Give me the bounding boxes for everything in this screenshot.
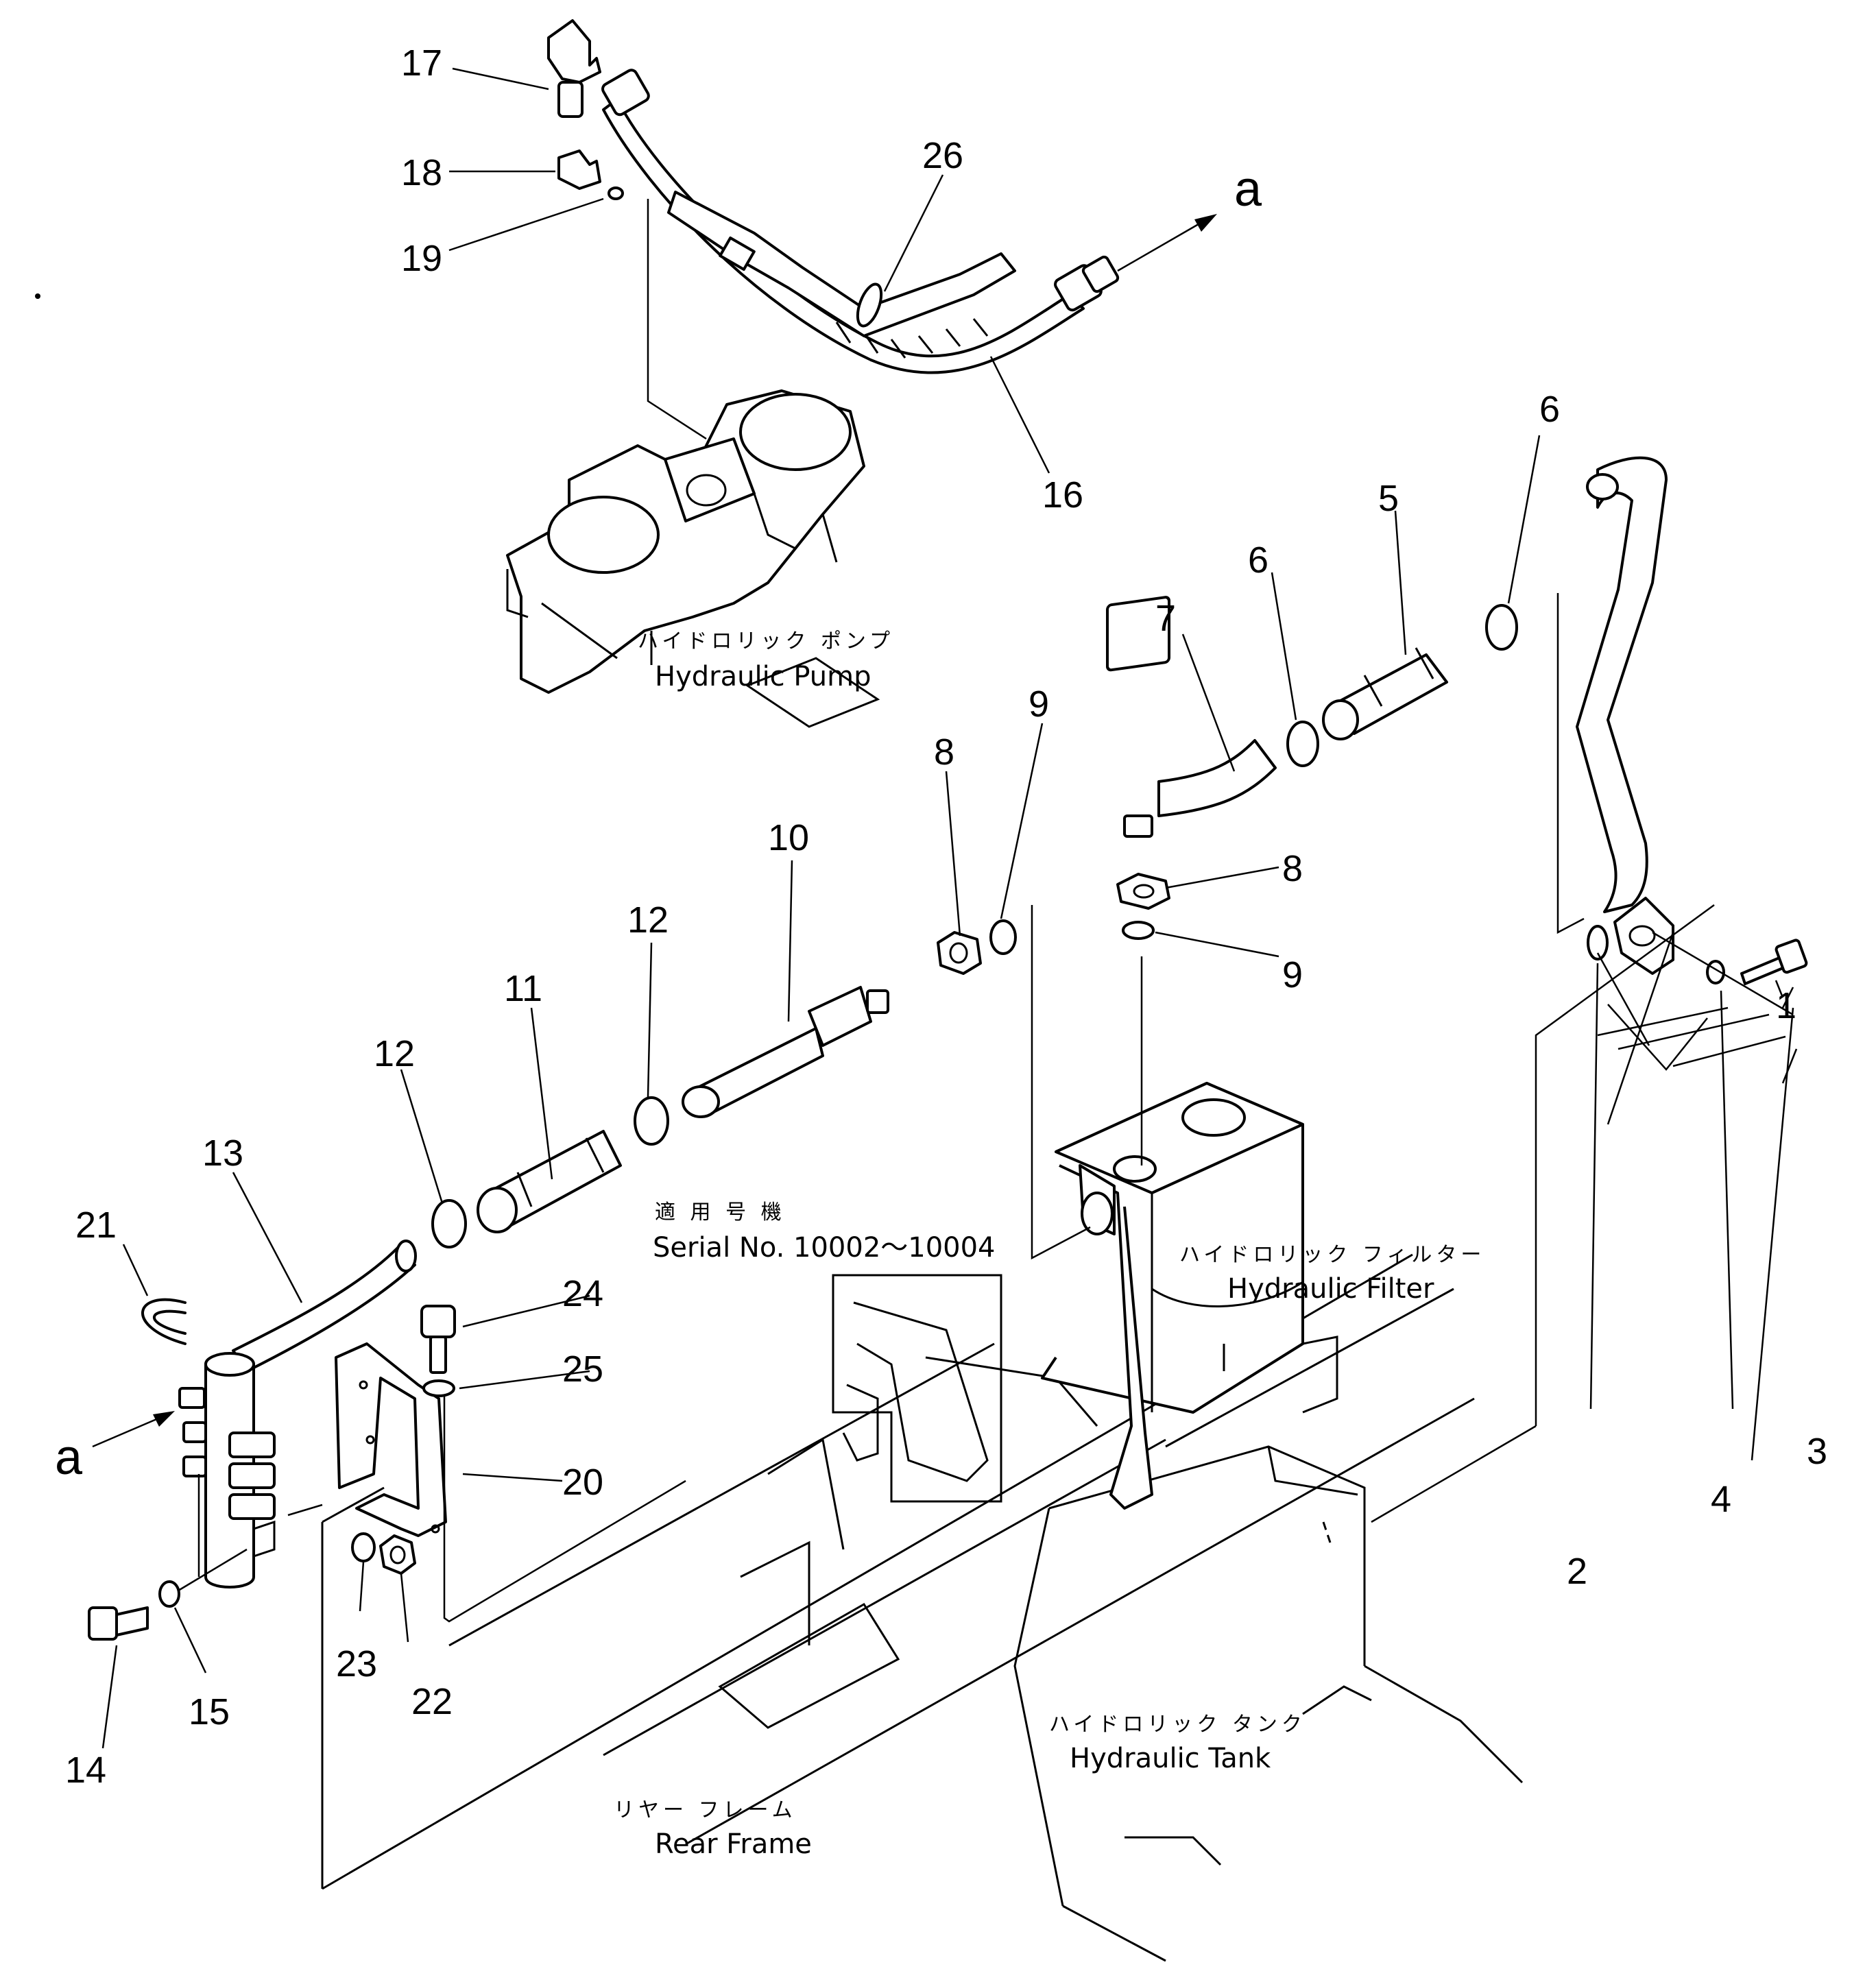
part-20-bracket — [335, 1342, 447, 1537]
callout-2: 2 — [1567, 1551, 1587, 1592]
part-5-hose — [1322, 647, 1448, 740]
part-9-o-ring-left — [989, 919, 1017, 955]
callout-3: 3 — [1807, 1431, 1827, 1472]
hose-16 — [601, 69, 1120, 374]
part-25-washer — [422, 1379, 455, 1397]
part-18-fitting — [557, 149, 601, 190]
serial-label-jp: 適 用 号 機 — [655, 1200, 786, 1224]
manifold-block — [178, 1352, 276, 1589]
callout-7: 7 — [1155, 598, 1176, 639]
callout-4: 4 — [1711, 1479, 1731, 1520]
callout-10: 10 — [768, 817, 809, 858]
part-6-clamp-lower — [1286, 721, 1319, 767]
callout-8-right: 8 — [1282, 848, 1303, 889]
part-19-o-ring — [608, 186, 624, 200]
callout-15: 15 — [189, 1691, 230, 1732]
callout-26: 26 — [922, 135, 963, 176]
connector-a-top: a — [1234, 162, 1262, 217]
part-10-tube — [682, 986, 889, 1118]
connector-a-left: a — [55, 1430, 83, 1485]
pump-label-en: Hydraulic Pump — [655, 661, 871, 692]
filter-label-en: Hydraulic Filter — [1227, 1273, 1434, 1305]
callout-19: 19 — [401, 238, 442, 279]
part-1-pipe — [1576, 456, 1674, 975]
callout-20: 20 — [562, 1462, 603, 1503]
tank-label-jp: ハイドロリック タンク — [1049, 1713, 1306, 1737]
callout-5: 5 — [1378, 478, 1399, 519]
clamp-26 — [856, 282, 883, 328]
part-11-hose — [477, 1130, 622, 1233]
part-17-elbow — [547, 19, 601, 118]
part-6-clamp-upper — [1485, 604, 1518, 651]
callout-16: 16 — [1042, 474, 1083, 516]
callout-11: 11 — [504, 968, 542, 1009]
tube-10-leader — [1031, 905, 1091, 1260]
callout-12-lower: 12 — [374, 1033, 415, 1074]
pump-port-leader — [647, 199, 707, 440]
connector-a-top-arrow — [1117, 214, 1217, 272]
callout-8-left: 8 — [934, 732, 954, 773]
part-12-clamp-lower — [431, 1199, 467, 1248]
connector-a-left-arrow — [92, 1411, 175, 1448]
callout-21: 21 — [75, 1205, 117, 1246]
bracket-leader — [443, 1395, 686, 1623]
component-labels: ハイドロリック ポンプ Hydraulic Pump ハイドロリック フィルター… — [614, 629, 1485, 1860]
hydraulic-tank-outline — [1013, 1445, 1524, 1962]
part-3-bolt — [1740, 939, 1808, 985]
manifold-frame-leader — [287, 1503, 323, 1517]
rear-frame-outline — [321, 1253, 1475, 1890]
callout-9-right: 9 — [1282, 954, 1303, 995]
callout-22: 22 — [411, 1681, 453, 1722]
part-13-hose — [232, 1240, 417, 1373]
part-15-washer — [158, 1580, 180, 1608]
frame-label-en: Rear Frame — [655, 1828, 812, 1860]
callout-9-left: 9 — [1029, 684, 1049, 725]
hydraulic-filter — [1041, 1082, 1338, 1510]
part-9-o-ring-right — [1122, 921, 1155, 940]
frame-label-jp: リヤー フレーム — [614, 1798, 797, 1822]
callout-25: 25 — [562, 1349, 603, 1390]
callout-leaders — [1371, 904, 1798, 1523]
bolt-14-leader — [178, 1548, 248, 1592]
part-14-bolt — [88, 1606, 149, 1641]
callout-1: 1 — [1776, 985, 1796, 1026]
callout-18: 18 — [401, 152, 442, 193]
filter-label-jp: ハイドロリック フィルター — [1179, 1243, 1485, 1267]
callout-6-lower: 6 — [1248, 540, 1268, 581]
callout-12-upper: 12 — [627, 899, 669, 941]
callout-17: 17 — [401, 43, 442, 84]
pump-mount-bracket — [745, 657, 880, 728]
part-2-o-ring — [1587, 925, 1609, 961]
tank-label-en: Hydraulic Tank — [1070, 1743, 1271, 1774]
callout-13: 13 — [202, 1133, 243, 1174]
callout-leaders-main — [101, 67, 1786, 1749]
part-23-washer — [351, 1532, 376, 1562]
part-8-nut-left — [937, 931, 982, 975]
part-24-bolt — [420, 1305, 456, 1374]
part-8-nut-right — [1116, 873, 1170, 910]
serial-label-en: Serial No. 10002〜10004 — [653, 1232, 996, 1264]
part-12-clamp-upper — [634, 1096, 669, 1146]
callout-24: 24 — [562, 1273, 603, 1314]
part-21-u-bolt — [141, 1298, 187, 1345]
hydraulic-pump — [506, 389, 865, 694]
part-7-hose — [1106, 596, 1277, 838]
callout-numbers: 1 2 3 4 5 6 6 7 8 8 9 9 10 11 12 12 13 1… — [65, 43, 1827, 1791]
detail-inset — [832, 1274, 1002, 1503]
callout-23: 23 — [336, 1643, 377, 1684]
part-22-nut — [379, 1534, 416, 1575]
tube-1-leader — [1556, 593, 1585, 934]
callout-6-upper: 6 — [1539, 389, 1560, 430]
callout-14: 14 — [65, 1750, 106, 1791]
stray-dot — [35, 293, 40, 299]
pump-label-jp: ハイドロリック ポンプ — [638, 629, 894, 653]
